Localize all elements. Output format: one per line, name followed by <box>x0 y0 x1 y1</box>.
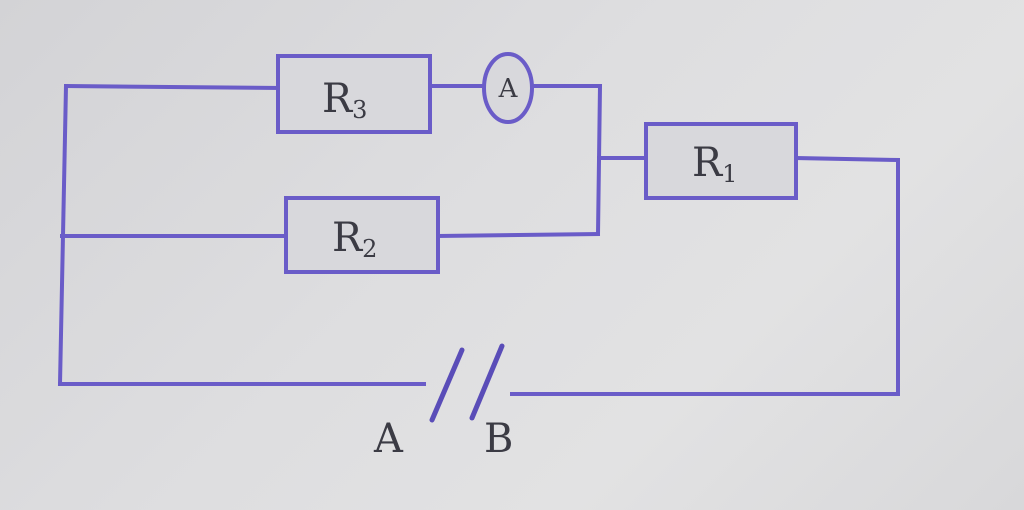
top-branch-wire-left <box>63 83 283 91</box>
resistor-r3-letter: R <box>322 76 354 122</box>
terminal-gap <box>429 343 505 423</box>
mid-branch-wire-right <box>435 231 601 239</box>
top-branch-wire-right <box>530 84 603 237</box>
resistor-r1: R1 <box>644 122 798 200</box>
resistor-r3-box <box>276 54 432 134</box>
terminal-a-label: A <box>373 416 404 462</box>
ammeter-label: A <box>498 74 519 104</box>
resistor-r2: R2 <box>284 196 440 274</box>
r1-to-right-wire <box>793 155 900 396</box>
resistor-r2-letter: R <box>332 215 364 261</box>
terminal-b-mark <box>469 343 505 421</box>
terminal-a-mark <box>429 347 465 423</box>
resistor-r2-box <box>284 196 440 274</box>
ammeter: A <box>482 52 534 124</box>
resistor-r2-label: R2 <box>332 215 377 263</box>
resistor-r2-sub: 2 <box>362 235 377 263</box>
resistor-r1-sub: 1 <box>722 160 737 188</box>
resistor-r1-letter: R <box>692 140 724 186</box>
terminal-b-label: B <box>484 416 513 462</box>
resistor-r1-label: R1 <box>692 140 737 188</box>
resistor-r3: R3 <box>276 54 432 134</box>
ammeter-ring <box>482 52 534 124</box>
wires <box>57 83 900 396</box>
resistor-r1-box <box>644 122 798 200</box>
resistor-r3-sub: 3 <box>352 96 367 124</box>
resistor-r3-label: R3 <box>322 76 367 124</box>
